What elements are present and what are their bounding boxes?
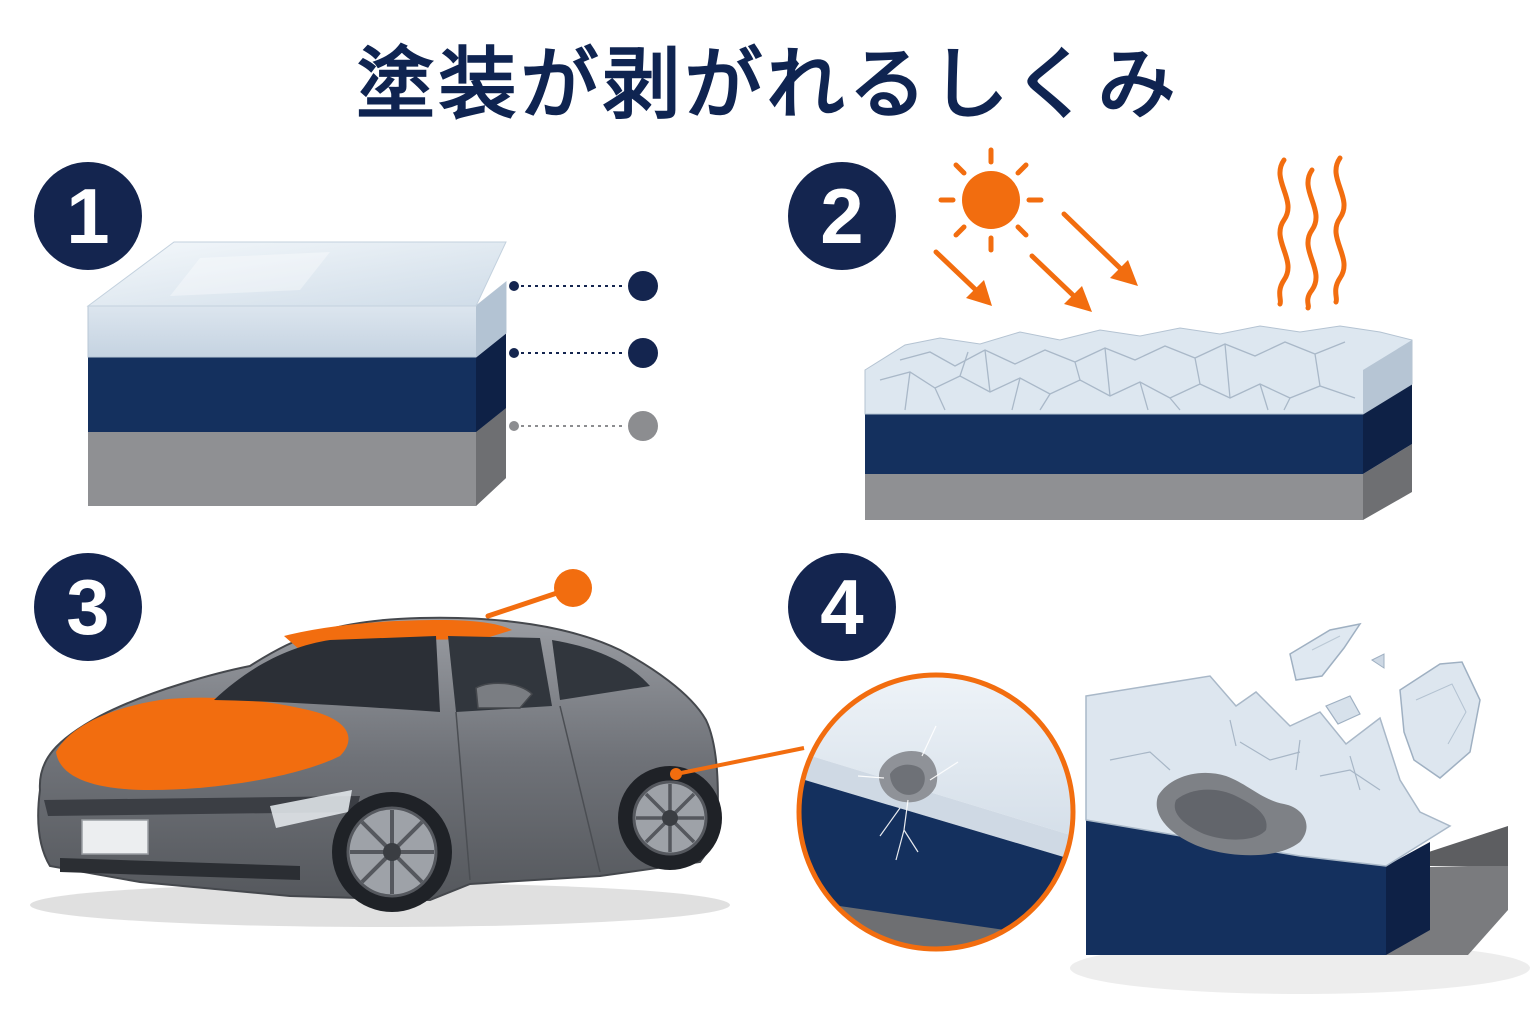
- car-illustration: [30, 569, 805, 927]
- step-badge-3: 3: [34, 553, 142, 661]
- headlight: [270, 790, 352, 828]
- base-coat-layer-side: [476, 333, 506, 432]
- primer-layer-front: [88, 408, 506, 506]
- page-title: 塗装が剥がれるしくみ: [356, 40, 1180, 130]
- base-coat-layer-front: [88, 333, 506, 432]
- clear-coat-layer-side: [476, 282, 506, 357]
- uv-ray-arrows: [933, 211, 1138, 312]
- sun-icon: [938, 147, 1044, 253]
- flaking-paint-block: [1070, 622, 1530, 994]
- heat-wave-icon: [1277, 155, 1347, 311]
- cracked-layer-block: [864, 325, 1413, 520]
- front-wheel: [332, 792, 452, 912]
- clear-coat-marker: [628, 271, 658, 301]
- base-coat-marker: [628, 338, 658, 368]
- primer-layer-side: [476, 408, 506, 506]
- step-badge-4: 4: [788, 553, 896, 661]
- license-plate: [81, 819, 149, 855]
- step-badge-1: 1: [34, 162, 142, 270]
- roof-callout-marker: [554, 569, 592, 607]
- magnified-chip-view: [796, 672, 1076, 952]
- paint-flake: [1325, 695, 1361, 725]
- step-badge-2: 2: [788, 162, 896, 270]
- paint-flake: [1399, 661, 1481, 779]
- paint-flake: [1289, 622, 1362, 681]
- layer-stack-diagram: [86, 241, 658, 506]
- primer-marker: [628, 411, 658, 441]
- rear-wheel: [618, 766, 722, 870]
- paint-flake: [1371, 653, 1385, 669]
- clear-coat-layer-top: [86, 241, 507, 307]
